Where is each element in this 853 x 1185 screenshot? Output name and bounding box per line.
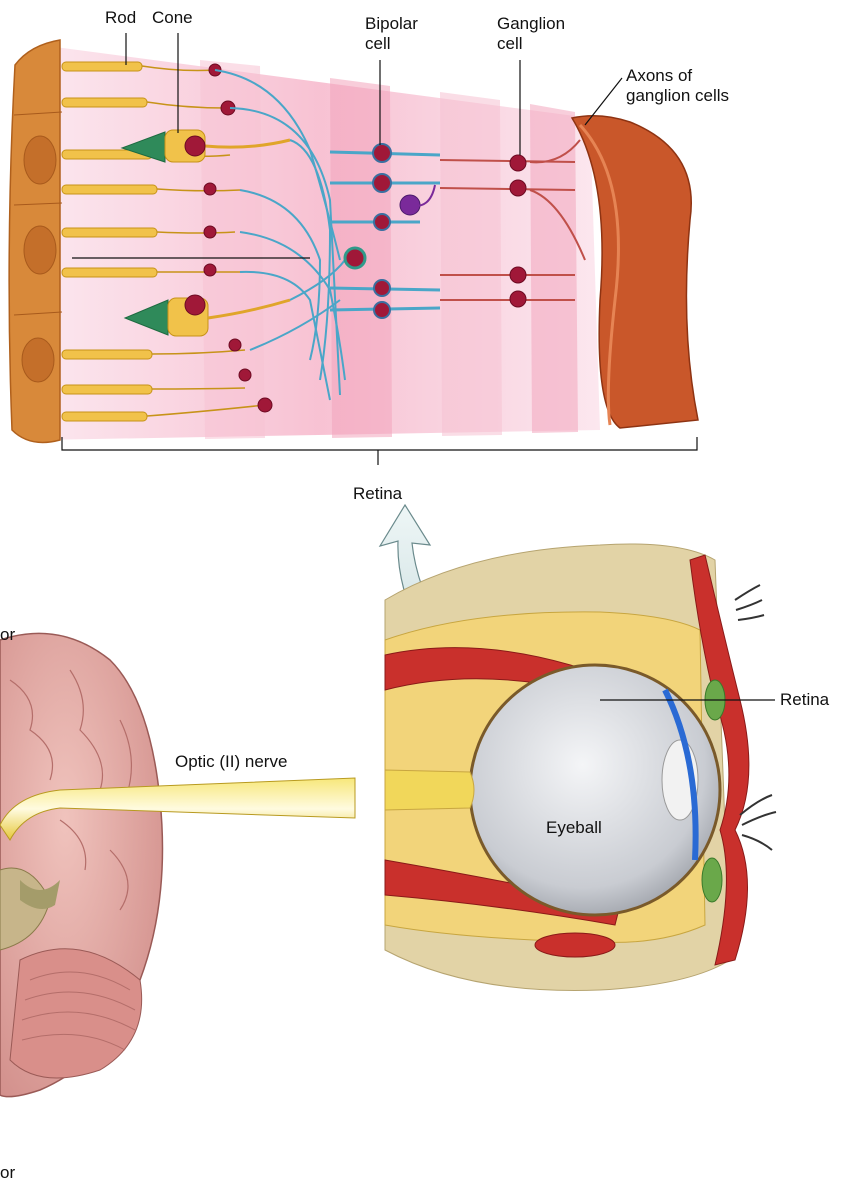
retina-section: [9, 33, 698, 465]
label-retina-bracket: Retina: [353, 484, 402, 504]
cerebellum: [10, 949, 142, 1078]
label-cone: Cone: [152, 8, 193, 28]
retina-bracket: [62, 437, 697, 465]
oblique-muscle: [535, 933, 615, 957]
optic-nerve-orbit: [385, 770, 474, 810]
amacrine-cell: [345, 248, 365, 268]
label-eyeball: Eyeball: [546, 818, 602, 838]
eye-orbit: [385, 544, 776, 991]
label-ganglion-cell: Ganglion cell: [497, 14, 565, 54]
brain-view: [0, 633, 355, 1096]
label-optic-nerve: Optic (II) nerve: [175, 752, 287, 772]
label-rod: Rod: [105, 8, 136, 28]
label-axons-of-ganglion-cells: Axons of ganglion cells: [626, 66, 729, 106]
label-retina-side: Retina: [780, 690, 829, 710]
label-bipolar-cell: Bipolar cell: [365, 14, 418, 54]
label-cut-bottom: or: [0, 1163, 15, 1183]
label-cut-top: or: [0, 625, 15, 645]
